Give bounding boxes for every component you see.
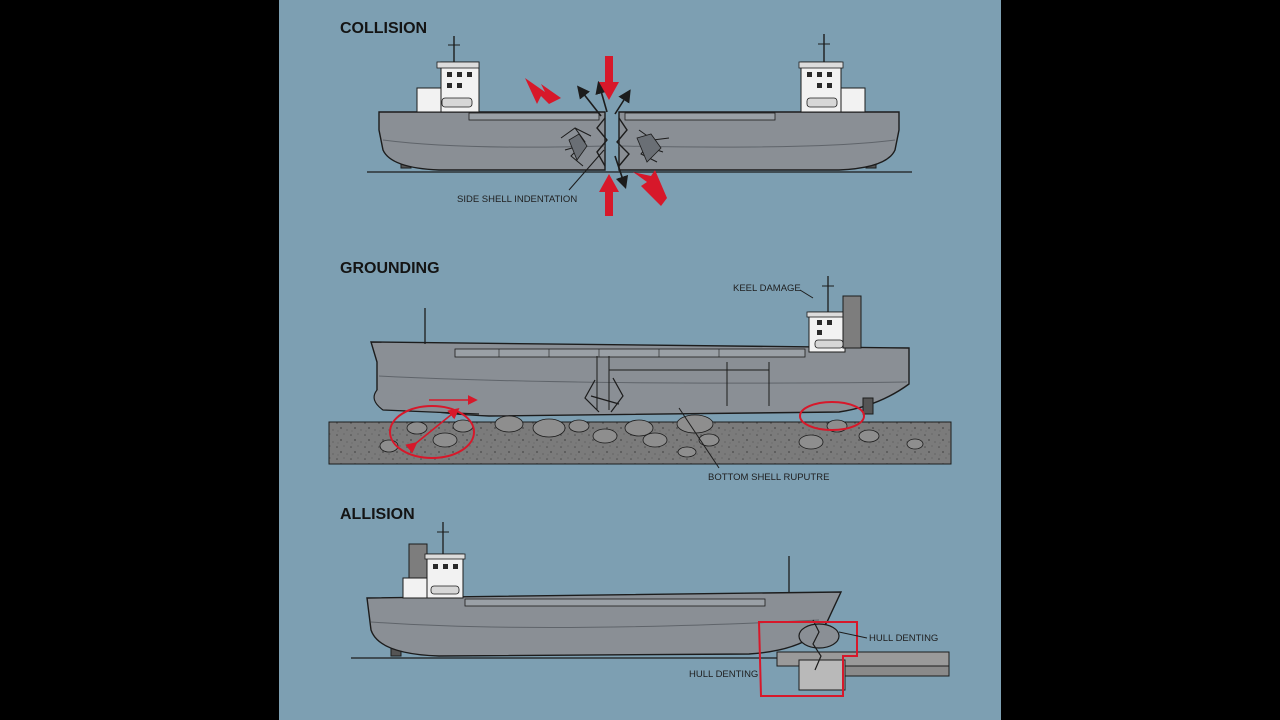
hull-denting-label-right: HULL DENTING [869,633,939,644]
keel-damage-leader [799,289,814,299]
collision-ship-right [618,34,900,171]
rupture-cracks [584,377,624,413]
damage-highlight-circle [799,401,865,431]
collision-ship-left [378,36,606,171]
grounding-title: GROUNDING [340,260,440,277]
funnel [842,295,862,349]
hull [618,111,900,171]
superstructure [838,87,866,113]
rock [906,438,924,450]
bottom-shell-rupture-label: BOTTOM SHELL RUPUTRE [708,472,830,483]
rock [698,433,720,447]
rock [642,432,668,448]
collision-damage [560,117,670,167]
allision-ship [366,522,843,671]
hatch-covers [468,112,600,121]
pier-structure [776,651,950,691]
side-shell-leader-line [568,149,605,191]
allision-title: ALLISION [340,506,415,523]
collision-title: COLLISION [340,20,428,37]
diagram-panel: COLLISION GROUNDING ALLISION SIDE SHELL … [279,0,1001,720]
rock [432,432,458,448]
superstructure [402,577,430,599]
rock [677,446,697,458]
damage-highlight-circle [389,405,475,459]
damage-highlight-box [757,621,858,697]
red-impact-arrow [599,56,619,100]
pier-lower [844,665,950,677]
hull-dent-crack [812,619,822,671]
bottom-rupture-leader [678,407,720,469]
red-double-arrow [405,407,460,454]
allision-scene [351,522,950,697]
superstructure [416,87,446,113]
red-impact-arrow [599,174,619,216]
force-arrow [614,155,629,190]
lifeboat [441,97,473,108]
keel-damage-label: KEEL DAMAGE [733,283,801,294]
collision-force-arrows [525,56,667,216]
red-impact-arrow [633,170,667,206]
hull-denting-label-left: HULL DENTING [689,669,759,680]
red-impact-arrow [525,78,561,104]
lifeboat [806,97,838,108]
pier-block [798,659,846,691]
hatch-covers [624,112,776,121]
rock [494,415,524,433]
hull [378,111,606,171]
hatch-covers [464,598,766,607]
grounding-ship [370,276,910,417]
rock [406,421,428,435]
force-arrow [577,85,602,117]
rock [798,434,824,450]
lifeboat [814,339,844,349]
rock [676,414,714,434]
rock [568,419,590,433]
force-arrow [614,89,631,115]
rock [858,429,880,443]
rock [592,428,618,444]
grounding-scene [328,276,952,469]
diagram-drawing [328,34,952,697]
lifeboat [430,585,460,595]
collision-scene [367,34,912,216]
force-arrow [595,80,608,113]
side-shell-indentation-label: SIDE SHELL INDENTATION [457,194,578,205]
rudder [862,397,874,415]
rock [532,418,566,438]
hatch-covers [454,348,806,358]
rock [624,419,654,437]
bulbous-bow [798,623,840,649]
hull-denting-leader [838,631,868,639]
